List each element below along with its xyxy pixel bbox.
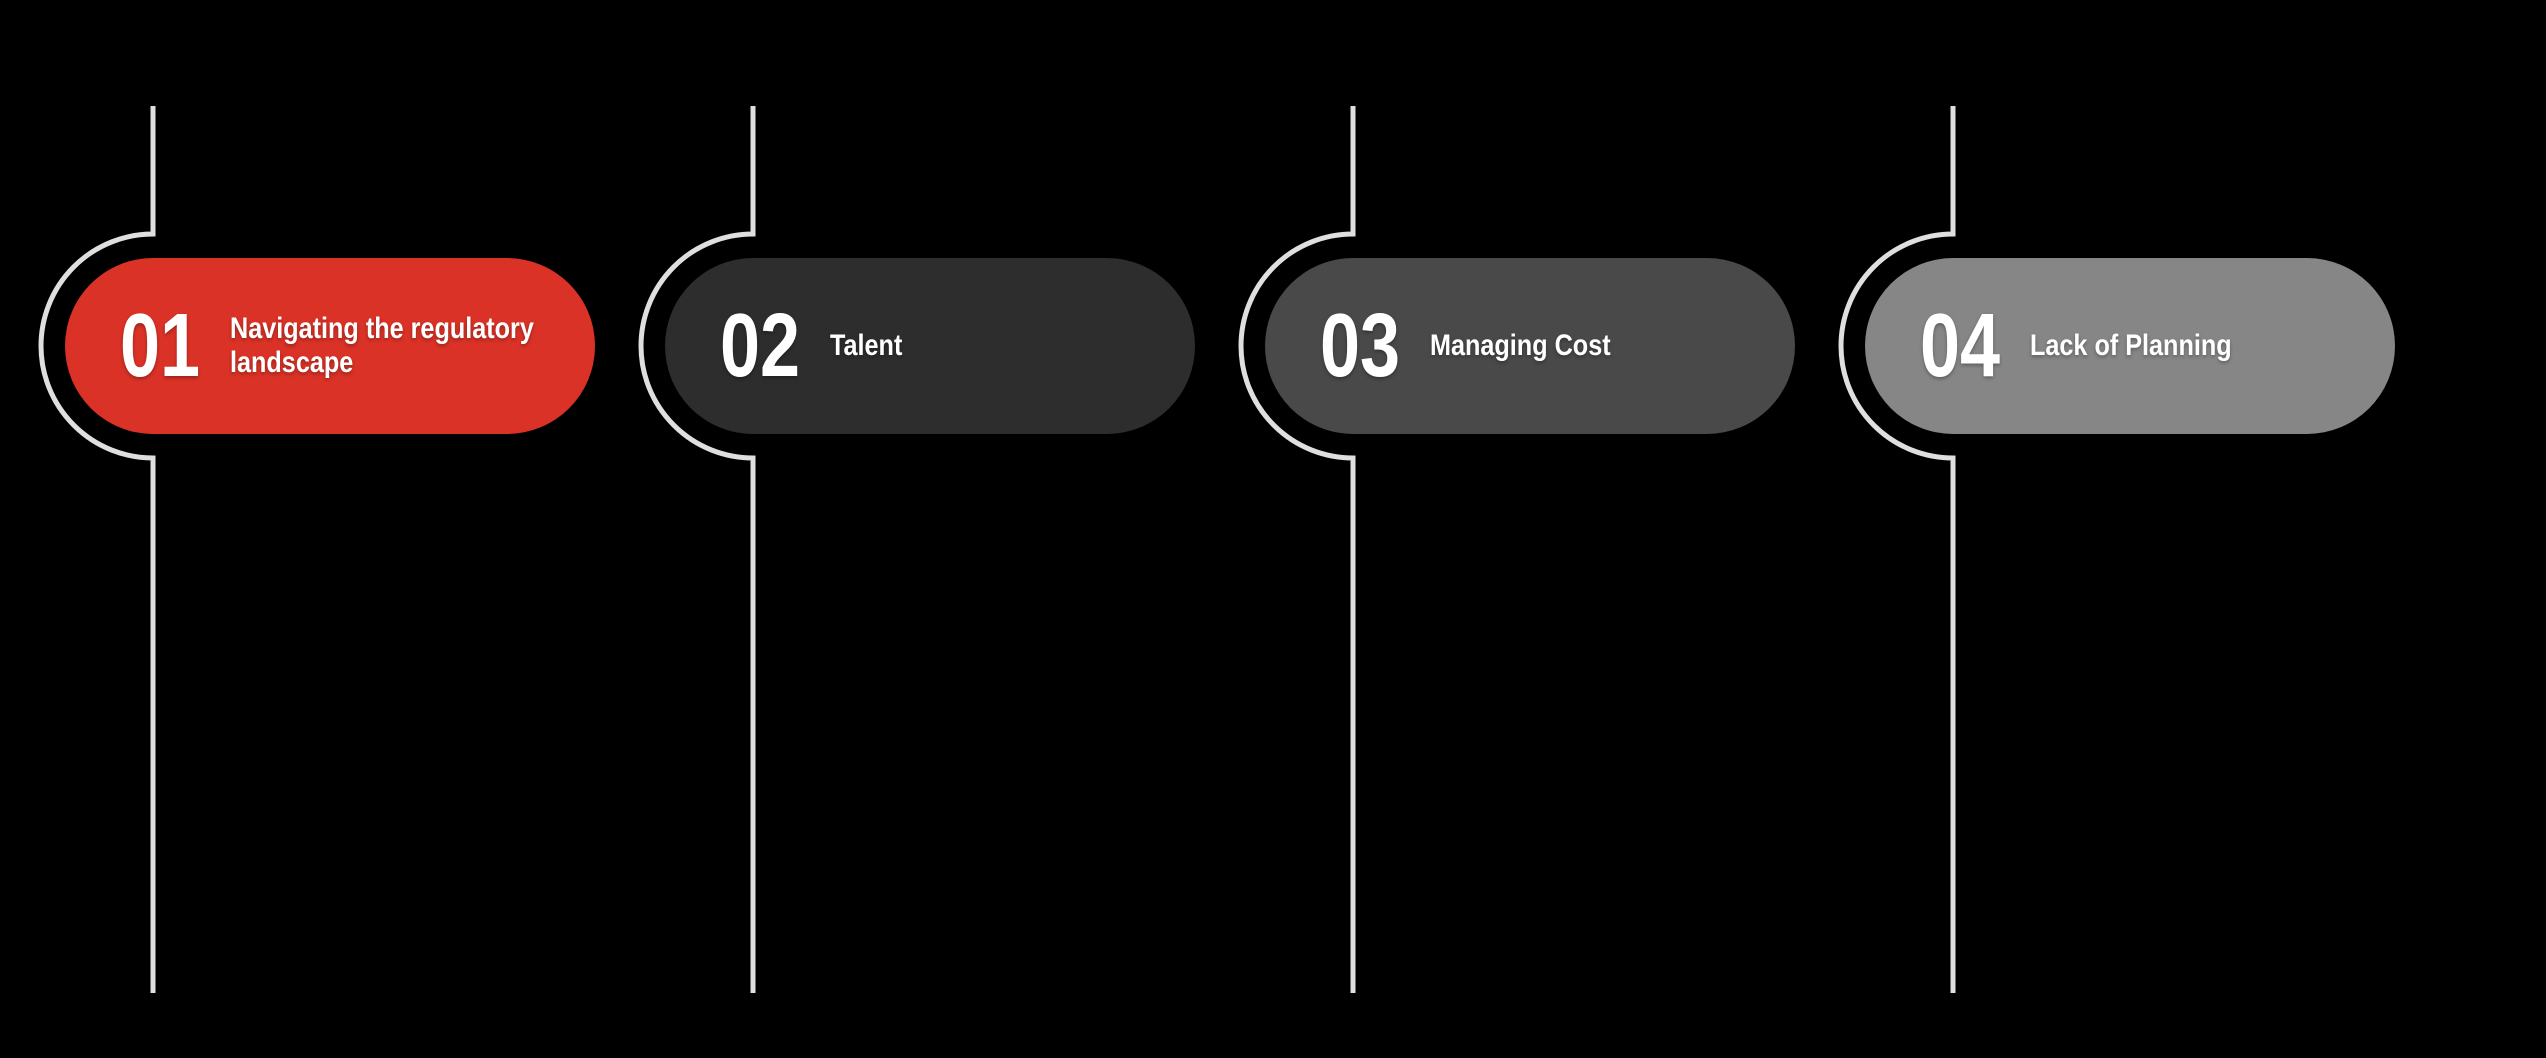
step-number-1: 01 (120, 296, 201, 396)
step-pill-4: 04 Lack of Planning (1865, 258, 2395, 434)
step-number-2: 02 (720, 296, 801, 396)
step-pill-2: 02 Talent (665, 258, 1195, 434)
connector-line-1 (38, 106, 156, 993)
step-label-3: Managing Cost (1430, 329, 1611, 362)
step-number-3: 03 (1320, 296, 1401, 396)
step-number-4: 04 (1920, 296, 2001, 396)
step-pill-3: 03 Managing Cost (1265, 258, 1795, 434)
connector-line-2 (638, 106, 756, 993)
step-label-1: Navigating the regulatory landscape (230, 312, 534, 379)
connector-line-3 (1238, 106, 1356, 993)
connector-line-4 (1838, 106, 1956, 993)
step-pill-1: 01 Navigating the regulatory landscape (65, 258, 595, 434)
step-label-2: Talent (830, 329, 903, 362)
step-label-4: Lack of Planning (2030, 329, 2232, 362)
